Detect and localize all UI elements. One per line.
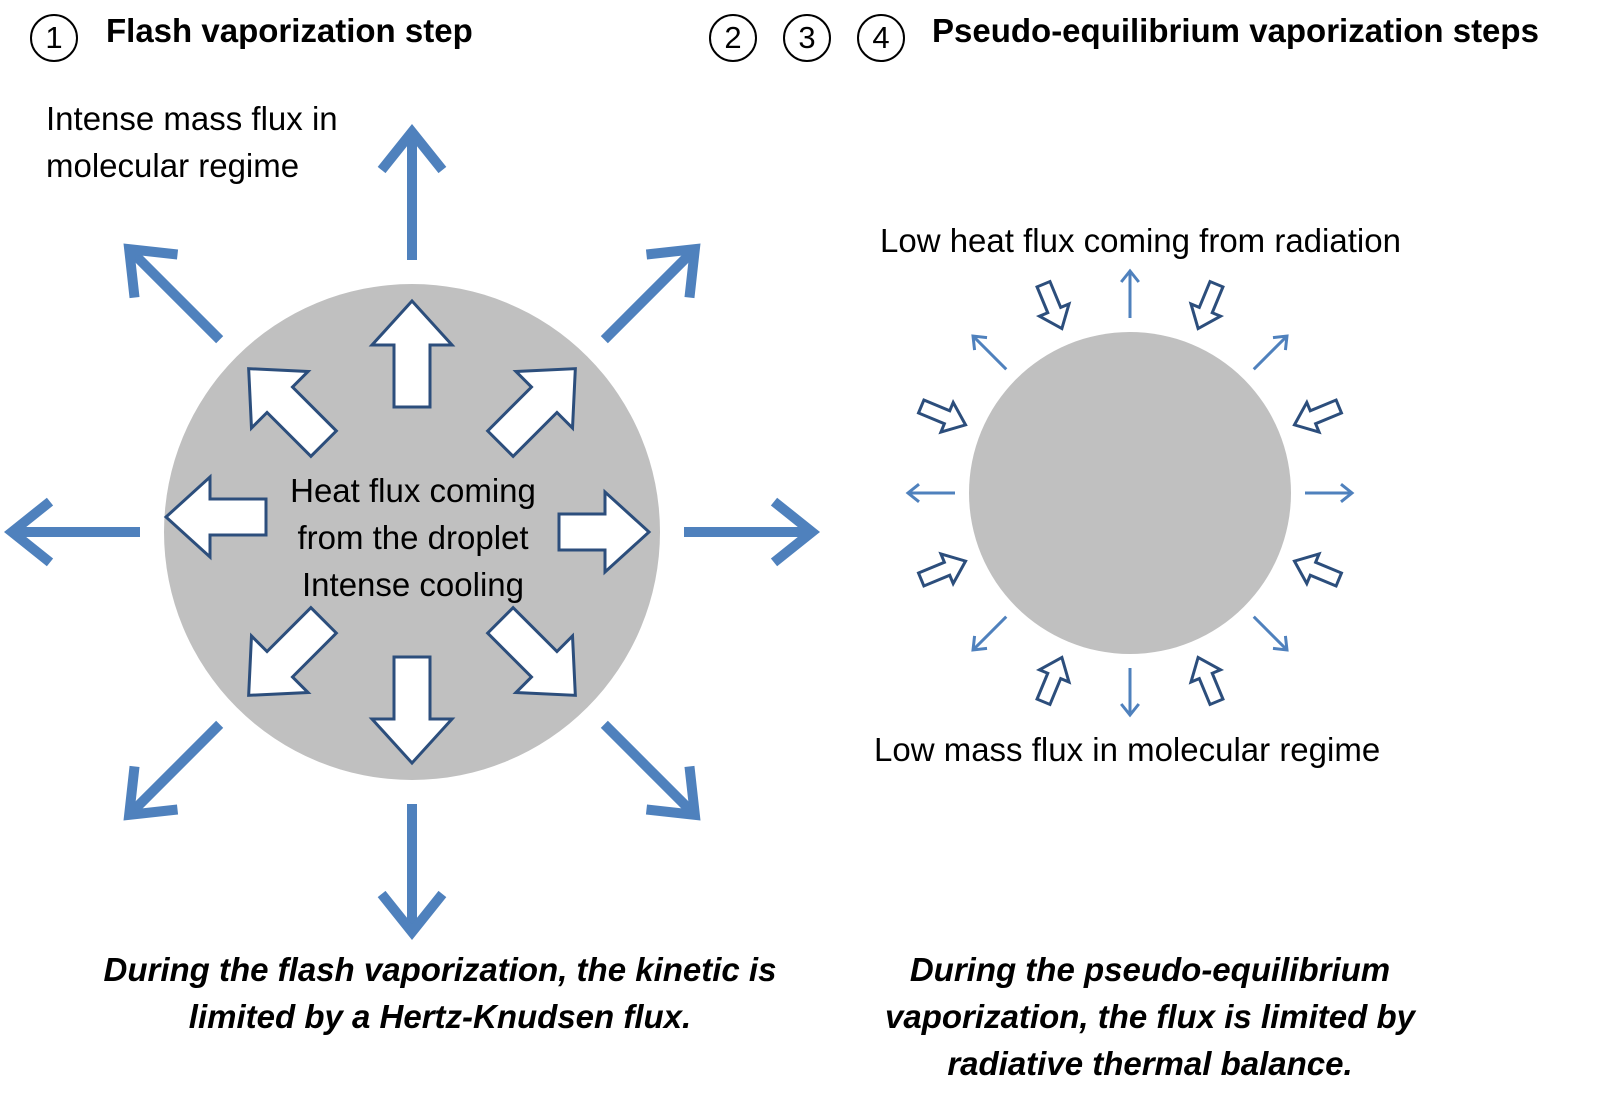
low-heat-flux-label: Low heat flux coming from radiation (880, 222, 1401, 259)
step-1-badge: 1 (30, 14, 78, 62)
heat-flux-block-arrow-up-left (247, 367, 339, 459)
mass-flux-arrow-left (3, 497, 140, 567)
low-mass-flux-arrow-down-right (1252, 615, 1289, 652)
low-mass-flux-arrow-left (905, 483, 955, 503)
mass-flux-arrow-up-left (123, 243, 224, 344)
low-mass-flux-arrow-up-left (971, 334, 1008, 371)
low-heat-flux-block-arrow-4 (1292, 551, 1344, 588)
heat-flux-droplet-label: Heat flux coming from the droplet Intens… (263, 467, 563, 608)
step-2-badge: 2 (709, 14, 757, 62)
flash-caption-line1: During the flash vaporization, the kinet… (103, 951, 777, 988)
intense-mass-flux-label-line1: Intense mass flux in (46, 100, 338, 137)
flash-step-title: Flash vaporization step (106, 12, 473, 49)
heat-flux-block-arrow-down-left (247, 605, 339, 697)
low-mass-flux-arrow-down (1120, 668, 1140, 718)
heat-flux-block-arrow-up-right (485, 367, 577, 459)
mass-flux-arrow-up-right (600, 243, 701, 344)
mass-flux-arrow-up (377, 123, 447, 260)
low-mass-flux-arrow-up-right (1252, 334, 1289, 371)
heat-flux-block-arrow-right (557, 488, 652, 576)
heat-flux-block-arrow-down (368, 655, 456, 766)
intense-mass-flux-label-line2: molecular regime (46, 147, 300, 184)
heat-flux-line2: from the droplet (297, 519, 529, 556)
low-heat-flux-block-arrow-6 (1035, 655, 1072, 707)
low-heat-flux-block-arrow-5 (1188, 655, 1225, 707)
heat-flux-block-arrow-up (368, 298, 456, 409)
pseudo-equilibrium-title: Pseudo-equilibrium vaporization steps (932, 12, 1539, 49)
flash-caption-line2: limited by a Hertz-Knudsen flux. (188, 998, 692, 1035)
flash-caption: During the flash vaporization, the kinet… (40, 946, 840, 1040)
low-mass-flux-arrow-down-left (971, 615, 1008, 652)
low-heat-flux-block-arrow-7 (916, 551, 968, 588)
pe-caption-line2: vaporization, the flux is limited by (885, 998, 1415, 1035)
mass-flux-arrow-down-left (123, 720, 224, 821)
mass-flux-arrow-down-right (600, 720, 701, 821)
heat-flux-line1: Heat flux coming (290, 472, 536, 509)
pe-caption-line1: During the pseudo-equilibrium (909, 951, 1391, 988)
heat-flux-line3: Intense cooling (302, 566, 524, 603)
heat-flux-block-arrow-down-right (485, 605, 577, 697)
low-mass-flux-arrow-up (1120, 268, 1140, 318)
step-3-badge: 3 (783, 14, 831, 62)
pe-caption-line3: radiative thermal balance. (947, 1045, 1353, 1082)
left-droplet-group (3, 123, 821, 941)
right-droplet-group (905, 268, 1355, 718)
pseudo-equilibrium-droplet (969, 332, 1291, 654)
low-mass-flux-label: Low mass flux in molecular regime (874, 731, 1381, 768)
pseudo-equilibrium-caption: During the pseudo-equilibrium vaporizati… (850, 946, 1450, 1087)
heat-flux-block-arrow-left (163, 473, 268, 561)
low-heat-flux-block-arrow-8 (916, 398, 968, 435)
low-mass-flux-arrow-right (1305, 483, 1355, 503)
mass-flux-arrow-down (377, 804, 447, 941)
low-heat-flux-block-arrow-3 (1292, 398, 1344, 435)
low-heat-flux-block-arrow-1 (1035, 279, 1072, 331)
step-4-badge: 4 (857, 14, 905, 62)
low-heat-flux-block-arrow-2 (1188, 279, 1225, 331)
mass-flux-arrow-right (684, 497, 821, 567)
